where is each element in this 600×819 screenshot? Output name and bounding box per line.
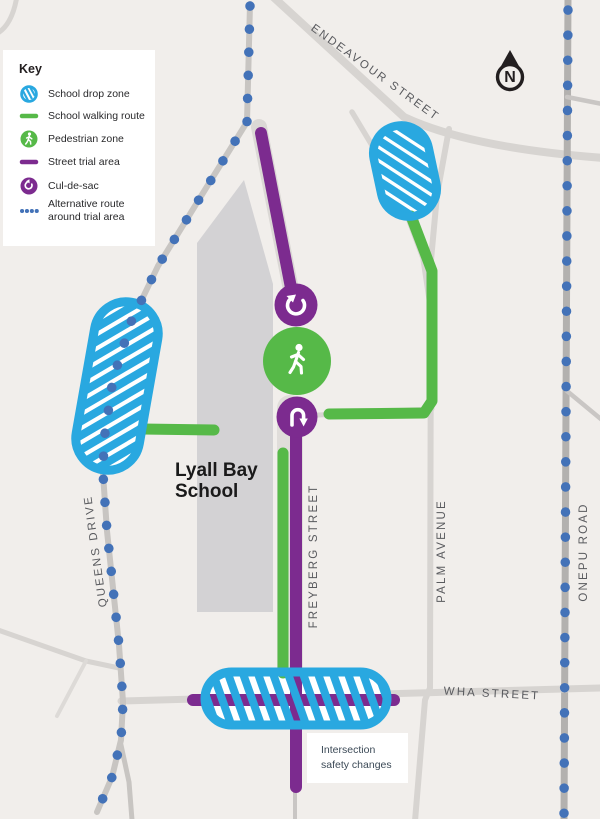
school-drop-zone-wha: [200, 667, 392, 730]
annotation-line1: Intersection: [321, 744, 376, 756]
walking-route-east: [323, 210, 438, 420]
intersection-annotation: Intersection safety changes: [307, 733, 408, 783]
walking-person-icon: [288, 343, 306, 375]
school-name-line2: School: [175, 481, 239, 502]
road-top-left-corner: [0, 0, 19, 35]
cul-de-sac-icon: [20, 177, 38, 195]
key-item-school-walking-route: School walking route: [19, 106, 145, 126]
key-label-school-walking-route: School walking route: [48, 109, 145, 122]
key-item-cul-de-sac: Cul-de-sac: [19, 176, 99, 196]
school-building-footprint: [197, 180, 273, 612]
road-side-street-west-fork: [55, 659, 88, 718]
road-endeavour-street: [270, 0, 600, 162]
cul-de-sac-marker-bottom: [276, 396, 318, 438]
key-title: Key: [19, 62, 42, 76]
key-panel: Key School drop zone School walking r: [3, 50, 155, 246]
compass-north-letter: N: [504, 69, 516, 86]
school-drop-zone-left: [70, 296, 164, 476]
school-name-label: Lyall Bay School: [175, 460, 258, 502]
street-label-onepu: ONEPU ROAD: [578, 502, 590, 602]
walking-route-west: [136, 423, 220, 436]
road-onepu-branch-lower: [564, 388, 600, 422]
key-label-street-trial-area: Street trial area: [48, 155, 120, 168]
street-trial-area-icon: [19, 159, 39, 165]
school-walking-route-icon: [19, 113, 39, 119]
annotation-line2: safety changes: [321, 758, 392, 771]
school-name-line1: Lyall Bay: [175, 460, 258, 481]
alt-route-queens: [92, 1, 255, 817]
key-label-school-drop-zone: School drop zone: [48, 87, 130, 100]
cul-de-sac-marker-top: [274, 283, 318, 327]
alternative-route-icon: [20, 208, 39, 213]
key-item-pedestrian-zone: Pedestrian zone: [19, 129, 124, 149]
alt-route-label-line1: Alternative route: [48, 198, 125, 210]
key-label-cul-de-sac: Cul-de-sac: [48, 179, 99, 192]
street-label-freyberg: FREYBERG STREET: [308, 483, 320, 629]
school-walking-routes: [136, 210, 438, 679]
pedestrian-zone-marker: [263, 327, 331, 395]
pedestrian-zone-icon: [20, 130, 38, 148]
key-label-alternative-route: Alternative route around trial area: [48, 198, 124, 223]
north-compass-icon: [495, 50, 525, 92]
road-onepu-branch-upper: [564, 94, 600, 106]
key-item-alternative-route: Alternative route around trial area: [19, 198, 124, 223]
alt-route-label-line2: around trial area: [48, 210, 125, 223]
street-label-palm: PALM AVENUE: [436, 499, 448, 603]
road-queens-drive-fork: [118, 742, 135, 819]
alternative-route-dots: [92, 1, 573, 819]
road-side-street-west: [0, 628, 122, 671]
key-label-pedestrian-zone: Pedestrian zone: [48, 132, 124, 145]
key-item-street-trial-area: Street trial area: [19, 152, 120, 172]
trial-route-upper: [255, 127, 299, 304]
key-item-school-drop-zone: School drop zone: [19, 84, 130, 104]
alt-route-onepu: [559, 5, 573, 819]
school-drop-zone-icon: [20, 85, 38, 103]
